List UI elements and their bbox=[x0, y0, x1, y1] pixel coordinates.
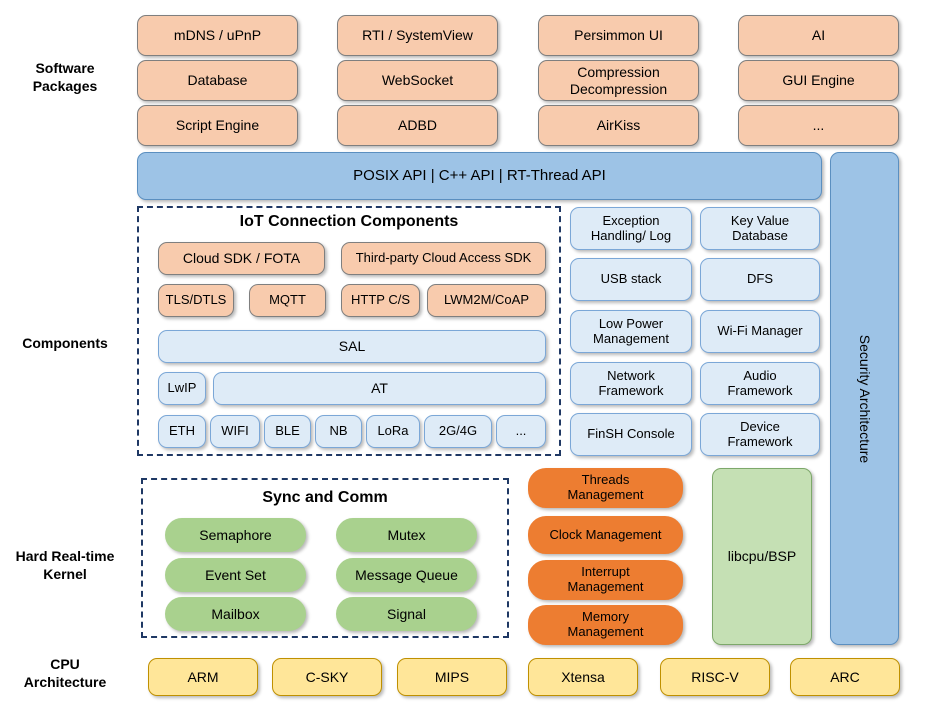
component-box[interactable]: USB stack bbox=[570, 258, 692, 301]
iot-link-box[interactable]: LoRa bbox=[366, 415, 420, 448]
iot-lwip-box[interactable]: LwIP bbox=[158, 372, 206, 405]
iot-protocol-box[interactable]: TLS/DTLS bbox=[158, 284, 234, 317]
package-box[interactable]: ADBD bbox=[337, 105, 498, 146]
iot-cloud-box[interactable]: Cloud SDK / FOTA bbox=[158, 242, 325, 275]
security-architecture-bar[interactable]: Security Architecture bbox=[830, 152, 899, 645]
package-box[interactable]: Script Engine bbox=[137, 105, 298, 146]
api-bar[interactable]: POSIX API | C++ API | RT-Thread API bbox=[137, 152, 822, 200]
iot-link-box[interactable]: ETH bbox=[158, 415, 206, 448]
cpu-architecture-box[interactable]: ARM bbox=[148, 658, 258, 696]
iot-link-box[interactable]: 2G/4G bbox=[424, 415, 492, 448]
iot-protocol-box[interactable]: MQTT bbox=[249, 284, 326, 317]
libcpu-bsp-box[interactable]: libcpu/BSP bbox=[712, 468, 812, 645]
sync-box[interactable]: Signal bbox=[336, 597, 477, 631]
sync-box[interactable]: Mailbox bbox=[165, 597, 306, 631]
iot-group-title: IoT Connection Components bbox=[239, 213, 459, 230]
cpu-architecture-box[interactable]: RISC-V bbox=[660, 658, 770, 696]
iot-protocol-box[interactable]: HTTP C/S bbox=[341, 284, 420, 317]
sync-box[interactable]: Event Set bbox=[165, 558, 306, 592]
sync-box[interactable]: Mutex bbox=[336, 518, 477, 552]
iot-link-box[interactable]: WIFI bbox=[210, 415, 260, 448]
sync-box[interactable]: Semaphore bbox=[165, 518, 306, 552]
row-label-components: Components bbox=[22, 335, 108, 351]
iot-connection-components-group bbox=[137, 206, 561, 456]
iot-cloud-box[interactable]: Third-party Cloud Access SDK bbox=[341, 242, 546, 275]
cpu-architecture-box[interactable]: C-SKY bbox=[272, 658, 382, 696]
sync-group-title: Sync and Comm bbox=[262, 489, 388, 506]
kernel-management-box[interactable]: Clock Management bbox=[528, 516, 683, 554]
component-box[interactable]: FinSH Console bbox=[570, 413, 692, 456]
package-box[interactable]: Persimmon UI bbox=[538, 15, 699, 56]
package-box[interactable]: RTI / SystemView bbox=[337, 15, 498, 56]
sync-box[interactable]: Message Queue bbox=[336, 558, 477, 592]
package-box[interactable]: mDNS / uPnP bbox=[137, 15, 298, 56]
iot-sal-box[interactable]: SAL bbox=[158, 330, 546, 363]
iot-protocol-box[interactable]: LWM2M/CoAP bbox=[427, 284, 546, 317]
package-box[interactable]: GUI Engine bbox=[738, 60, 899, 101]
iot-at-box[interactable]: AT bbox=[213, 372, 546, 405]
cpu-architecture-box[interactable]: Xtensa bbox=[528, 658, 638, 696]
iot-link-box[interactable]: NB bbox=[315, 415, 362, 448]
package-box[interactable]: ... bbox=[738, 105, 899, 146]
iot-link-box[interactable]: BLE bbox=[264, 415, 311, 448]
iot-link-box[interactable]: ... bbox=[496, 415, 546, 448]
package-box[interactable]: WebSocket bbox=[337, 60, 498, 101]
package-box[interactable]: Database bbox=[137, 60, 298, 101]
cpu-architecture-box[interactable]: MIPS bbox=[397, 658, 507, 696]
sync-and-comm-group bbox=[141, 478, 509, 638]
package-box[interactable]: AI bbox=[738, 15, 899, 56]
security-architecture-label: Security Architecture bbox=[856, 334, 873, 463]
component-box[interactable]: Wi-Fi Manager bbox=[700, 310, 820, 353]
package-box[interactable]: AirKiss bbox=[538, 105, 699, 146]
component-box[interactable]: DFS bbox=[700, 258, 820, 301]
cpu-architecture-box[interactable]: ARC bbox=[790, 658, 900, 696]
